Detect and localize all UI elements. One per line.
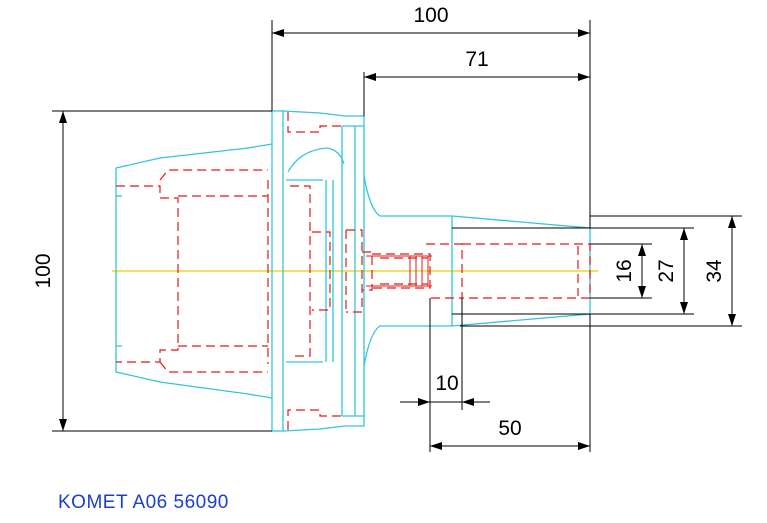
holder-outline: [115, 110, 591, 432]
dim-flange-height: 100: [32, 253, 55, 288]
dim-nose-length: 50: [498, 417, 521, 440]
part-caption: KOMET A06 56090: [58, 492, 229, 513]
hidden-lines: [116, 112, 591, 430]
dim-overall-length: 100: [413, 4, 448, 27]
dim-bore-diameter: 16: [613, 259, 636, 282]
dimension-lines: [52, 20, 742, 452]
thread-detail: [366, 255, 432, 287]
dim-outer-diameter: 34: [703, 259, 726, 283]
dim-shank-length: 71: [465, 48, 488, 71]
dim-step-length: 10: [435, 372, 458, 395]
dim-inner-diameter: 27: [655, 259, 678, 282]
